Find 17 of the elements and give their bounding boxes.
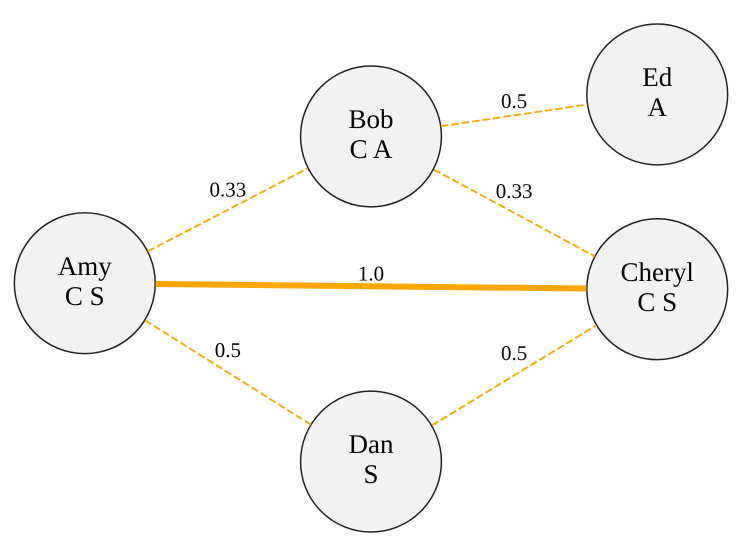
edge-label: 0.5: [214, 338, 241, 362]
connector: [440, 104, 588, 128]
node-circle: Bob C A: [300, 65, 442, 208]
edge-label: 0.5: [501, 89, 528, 114]
node-circle: Dan S: [300, 390, 442, 533]
node-circle: Ed A: [586, 23, 728, 166]
node-circle: Amy C S: [14, 212, 156, 354]
connector: [156, 280, 587, 292]
edge-label: 0.33: [496, 179, 532, 204]
edge-label: 1.0: [358, 262, 384, 286]
connector: [147, 168, 308, 252]
connector: [431, 324, 597, 426]
node-circle: Cheryl C S: [586, 218, 728, 360]
edge-label: 0.33: [210, 178, 246, 202]
edge-label: 0.5: [501, 340, 528, 365]
connector: [144, 319, 312, 426]
connector: [434, 168, 596, 258]
